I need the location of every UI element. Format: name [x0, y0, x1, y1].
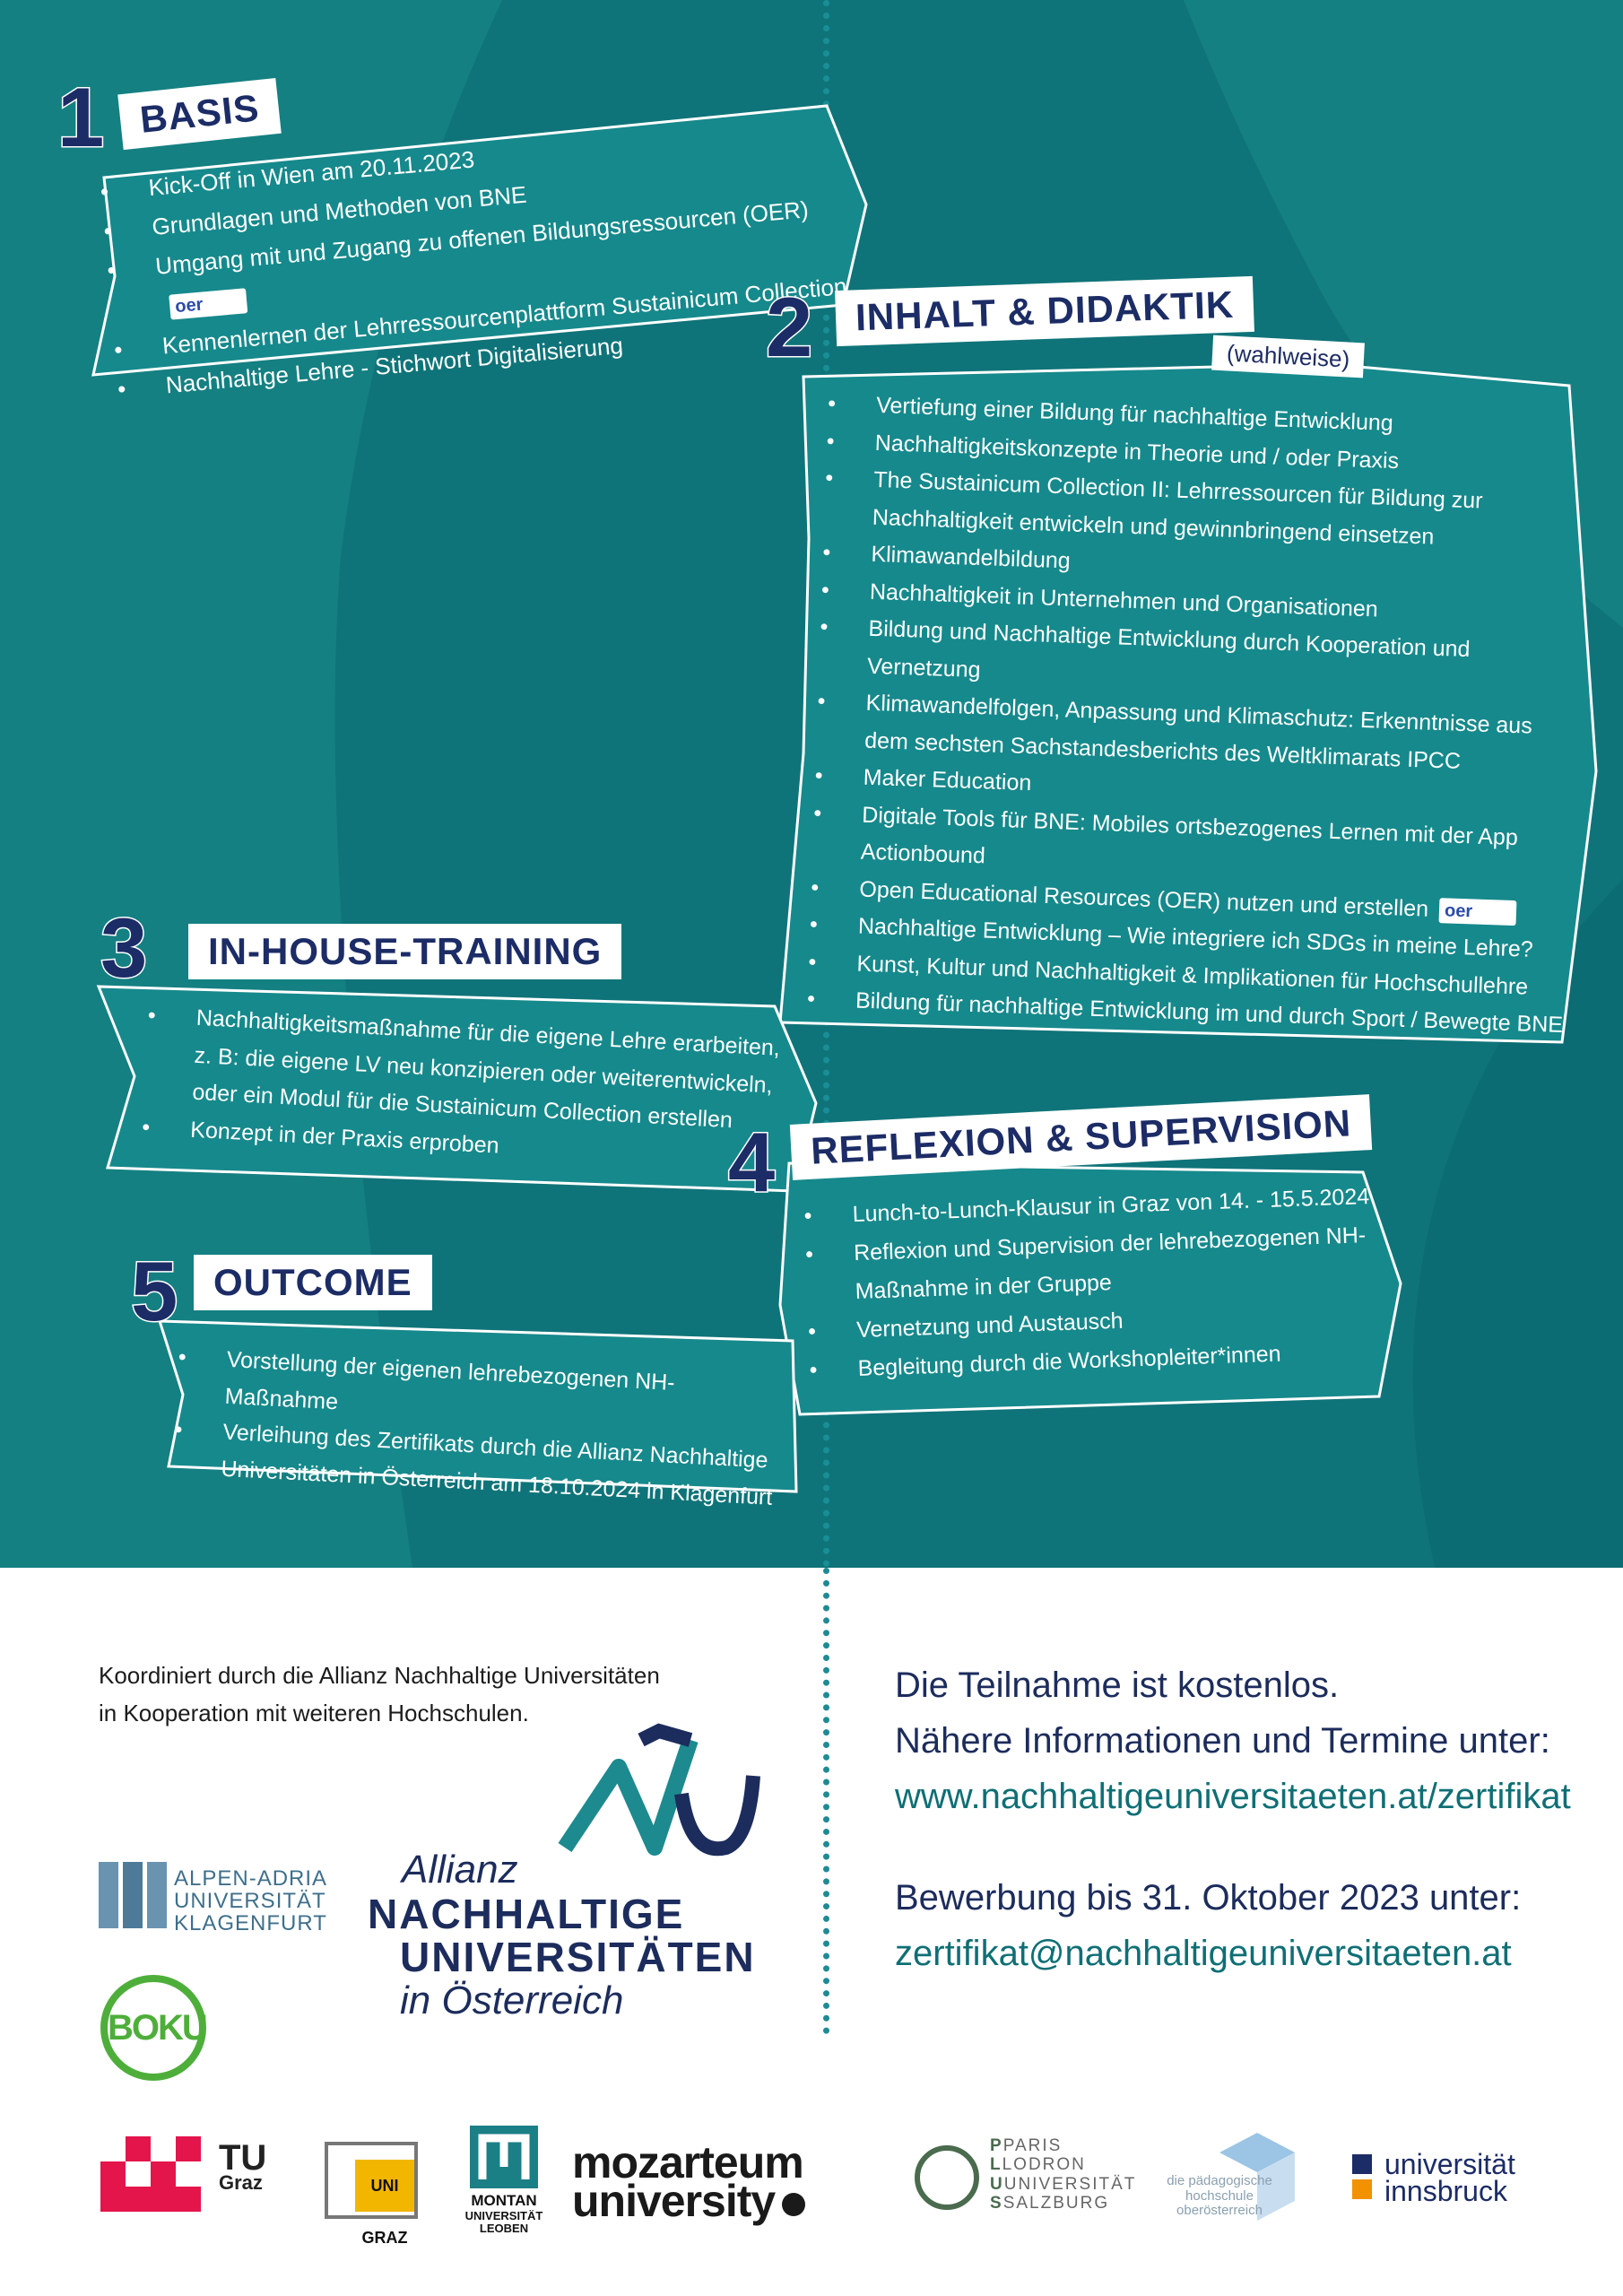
module-3: 3 IN-HOUSE-TRAINING Nachhaltigkeitsmaßna… — [96, 900, 825, 1202]
coordination-note: Koordiniert durch die Allianz Nachhaltig… — [99, 1662, 660, 1726]
info-email-link[interactable]: zertifikat@nachhaltigeuniversitaeten.at — [895, 1934, 1512, 1973]
ibk-square-icon — [1352, 2154, 1372, 2174]
module-4-list: Lunch-to-Lunch-Klausur in Graz von 14. -… — [803, 1177, 1393, 1390]
info-url-link[interactable]: www.nachhaltigeuniversitaeten.at/zertifi… — [895, 1777, 1571, 1816]
module-2: 2 INHALT & DIDAKTIK (wahlweise) Vertiefu… — [764, 269, 1598, 1058]
module-1-number: 1 — [56, 70, 105, 164]
info-more: Nähere Informationen und Termine unter: — [895, 1721, 1550, 1761]
ph-cube-icon — [1219, 2133, 1295, 2221]
module-1: 1 BASIS Kick-Off in Wien am 20.11.2023 G… — [56, 63, 870, 398]
info-block-application: Bewerbung bis 31. Oktober 2023 unter: ze… — [895, 1870, 1576, 1981]
module-2-list: Vertiefung einer Bildung für nachhaltige… — [806, 386, 1585, 1045]
program-overview: 1 BASIS Kick-Off in Wien am 20.11.2023 G… — [0, 0, 1623, 1568]
module-2-number: 2 — [764, 280, 813, 374]
allianz-logo-mark — [558, 1723, 760, 1857]
module-5-number: 5 — [129, 1244, 178, 1338]
aau-logo: ALPEN-ADRIA UNIVERSITÄT KLAGENFURT — [99, 1862, 350, 1935]
info-block-participation: Die Teilnahme ist kostenlos. Nähere Info… — [895, 1657, 1576, 1824]
boku-logo: BOKU — [100, 1975, 208, 2081]
oer-badge: oer — [1438, 898, 1517, 926]
module-4-number: 4 — [726, 1115, 776, 1209]
ibk-square-orange-icon — [1352, 2179, 1372, 2199]
oer-badge: oer — [169, 287, 248, 320]
aau-logo-text: ALPEN-ADRIA UNIVERSITÄT KLAGENFURT — [174, 1866, 328, 1936]
module-3-title: IN-HOUSE-TRAINING — [188, 924, 622, 980]
allianz-logo-text: Allianz NACHHALTIGE UNIVERSITÄTEN in Öst… — [368, 1848, 756, 2022]
module-5: 5 OUTCOME Vorstellung der eigenen lehreb… — [129, 1242, 805, 1509]
info-free: Die Teilnahme ist kostenlos. — [895, 1665, 1340, 1705]
innsbruck-logo: universität innsbruck — [1352, 2150, 1515, 2206]
plus-salzburg-logo: PPARIS LLODRON UUNIVERSITÄT SSALZBURG — [915, 2136, 1134, 2219]
info-deadline: Bewerbung bis 31. Oktober 2023 unter: — [895, 1878, 1522, 1918]
module-4: 4 REFLEXION & SUPERVISION Lunch-to-Lunch… — [726, 1090, 1408, 1422]
mozarteum-logo: mozarteum university — [572, 2140, 806, 2223]
aau-logo-mark — [99, 1862, 167, 1928]
montanuni-logo-mark — [470, 2126, 538, 2188]
divider-dotted-bottom — [823, 1568, 829, 2034]
module-3-number: 3 — [99, 900, 148, 995]
tugraz-logo-mark — [100, 2136, 201, 2212]
unigraz-logo: UNI GRAZ — [325, 2142, 418, 2247]
plus-seal-icon — [915, 2145, 979, 2210]
module-5-title: OUTCOME — [194, 1255, 432, 1311]
